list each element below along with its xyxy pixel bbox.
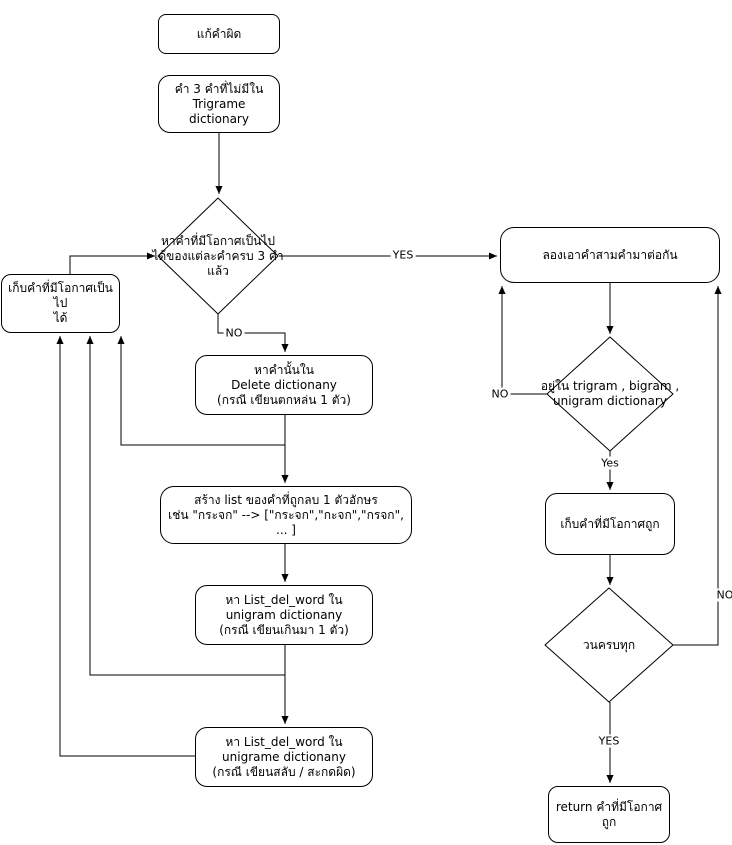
decision-candidates-shape (157, 197, 279, 315)
edge-loop-no (673, 286, 722, 646)
node-build-list: สร้าง list ของคำที่ถูกลบ 1 ตัวอักษร เช่น… (160, 486, 412, 544)
decision-candidates-label: หาคำที่มีโอกาศเป็นไป ได้ของแต่ละคำครบ 3 … (152, 233, 284, 278)
edge-label-candidates-yes: YES (390, 248, 416, 262)
edge-label-candidates-no: NO (223, 326, 245, 340)
edge-label-loop-yes: YES (596, 734, 622, 748)
edge-candidates-no (217, 314, 289, 352)
node-store-correct: เก็บคำที่มีโอกาศถูก (545, 493, 675, 555)
node-return-result: return คำที่มีโอกาศถูก (548, 786, 670, 843)
node-store-candidates: เก็บคำที่มีโอกาศเป็นไป ได้ (1, 274, 120, 333)
node-delete-dictionary: หาคำนั้นใน Delete dictionany (กรณี เขียน… (195, 355, 373, 415)
node-join-words: ลองเอาคำสามคำมาต่อกัน (500, 227, 720, 283)
edge-label-in-dict-yes: Yes (599, 456, 621, 470)
edge-swap-to-store (56, 336, 195, 757)
decision-loop-done-shape (544, 587, 674, 703)
decision-in-dictionary-shape (546, 336, 674, 452)
edge-label-loop-no: NO (714, 588, 732, 602)
edge-unigram-to-store (86, 336, 285, 676)
edge-delete-to-store (117, 336, 285, 446)
node-start: แก้คำผิด (158, 14, 280, 54)
node-input-words: คำ 3 คำที่ไม่มีใน Trigrame dictionary (158, 75, 280, 133)
decision-in-dictionary-label: อยู่ใน trigram , bigram , unigram dictio… (540, 379, 680, 408)
node-unigram-swap: หา List_del_word ใน unigrame dictionany … (195, 727, 373, 787)
edge-store-to-candidates (69, 252, 155, 274)
edge-label-in-dict-no: NO (489, 387, 511, 401)
decision-loop-done-label: วนครบทุก (582, 637, 636, 652)
node-unigram-extra: หา List_del_word ใน unigram dictionany (… (195, 585, 373, 645)
